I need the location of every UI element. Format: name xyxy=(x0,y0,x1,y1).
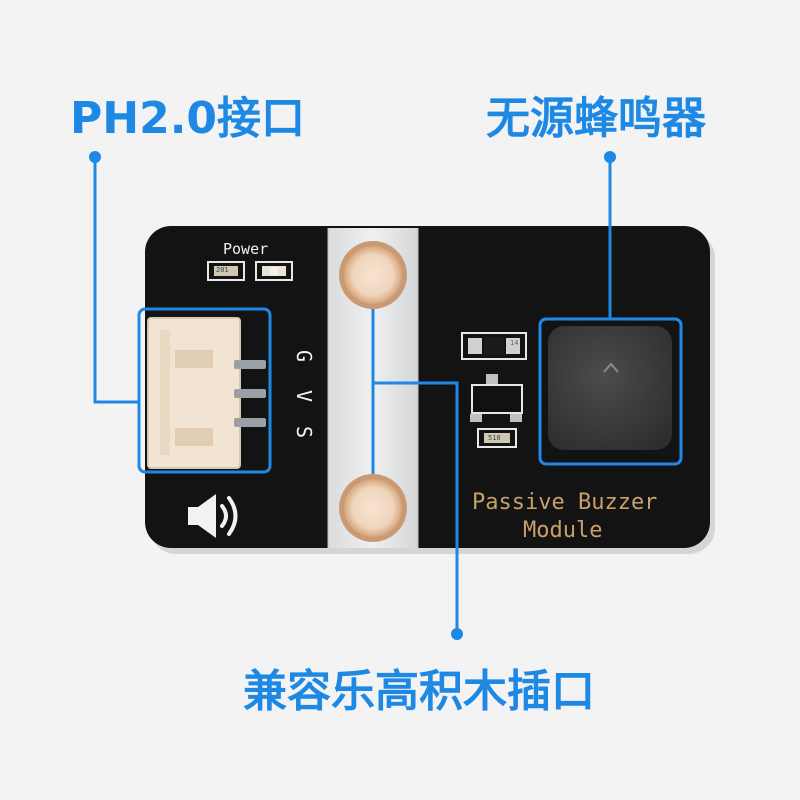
module-title-line1: Passive Buzzer xyxy=(472,490,658,515)
led-power-indicator xyxy=(255,261,293,281)
connector-body xyxy=(148,318,240,468)
lego-socket-label: 兼容乐高积木插口 xyxy=(243,666,595,717)
pin-label-g: G xyxy=(292,349,317,363)
connector-label: PH2.0接口 xyxy=(70,93,306,144)
pcb-board xyxy=(145,226,710,548)
buzzer-component xyxy=(548,326,672,450)
connector-highlight-box xyxy=(137,307,272,474)
resistor-code-201: 201 xyxy=(216,266,229,274)
diode-code: 14 xyxy=(510,339,519,347)
power-label: Power xyxy=(223,240,269,258)
buzzer-label: 无源蜂鸣器 xyxy=(486,93,706,144)
resistor-code-510: 510 xyxy=(488,434,501,442)
pin-label-v: V xyxy=(292,389,317,403)
speaker-icon xyxy=(188,494,238,538)
pin-label-s: S xyxy=(292,425,317,439)
module-title-line2: Module xyxy=(523,518,603,543)
buzzer-polarity-arrow-icon xyxy=(603,362,619,373)
